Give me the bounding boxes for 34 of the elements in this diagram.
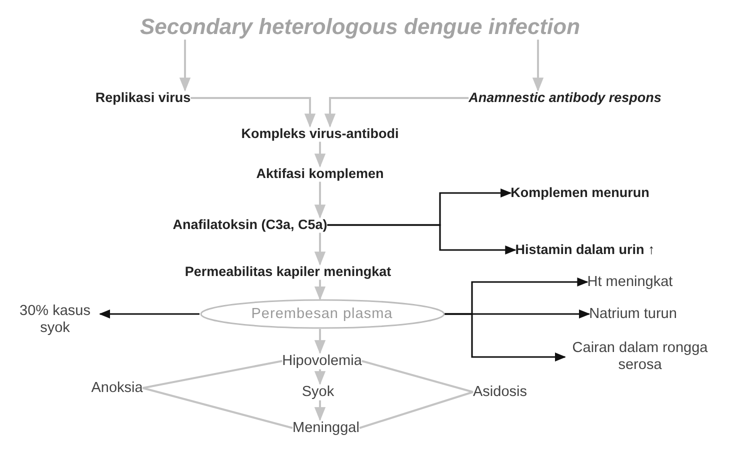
heading-text: Secondary heterologous dengue infection <box>140 14 580 40</box>
arrow <box>314 182 326 219</box>
step-text: Kompleks virus-antibodi <box>241 126 399 142</box>
arrow <box>324 97 469 128</box>
arrow <box>314 142 326 168</box>
ellipse-node <box>200 299 444 329</box>
arrow <box>314 369 326 386</box>
step-text: Aktifasi komplemen <box>256 166 384 182</box>
arrow <box>98 310 200 318</box>
arrow <box>327 224 516 254</box>
step-text: Replikasi virus <box>95 90 191 106</box>
outcome-text: Natrium turun <box>589 306 677 322</box>
arrow <box>444 313 566 362</box>
arrow <box>190 97 316 128</box>
arrow <box>314 329 326 354</box>
arrow <box>314 232 326 266</box>
outcome-text: Ht meningkat <box>587 274 673 290</box>
step-text: Permeabilitas kapiler meningkat <box>184 264 392 280</box>
arrow <box>314 400 326 422</box>
step-text: Komplemen menurun <box>510 185 650 201</box>
step-text: Anamnestic antibody respons <box>468 90 662 106</box>
arrow <box>314 280 326 300</box>
outcome-text: 30% kasus syok <box>18 303 92 337</box>
outcome-text: Asidosis <box>473 384 527 400</box>
outcome-text: Cairan dalam rongga serosa <box>571 340 709 374</box>
outcome-text: Hipovolemia <box>282 352 362 370</box>
outcome-text: Meninggal <box>292 420 360 436</box>
step-text: Histamin dalam urin ↑ <box>515 242 655 258</box>
step-text: Perembesan plasma <box>251 306 393 322</box>
arrow <box>532 40 544 92</box>
outcome-text: Syok <box>302 384 334 400</box>
arrow <box>179 40 191 92</box>
outcome-text: Anoksia <box>91 380 143 396</box>
step-text: Anafilatoksin (C3a, C5a) <box>172 217 328 233</box>
